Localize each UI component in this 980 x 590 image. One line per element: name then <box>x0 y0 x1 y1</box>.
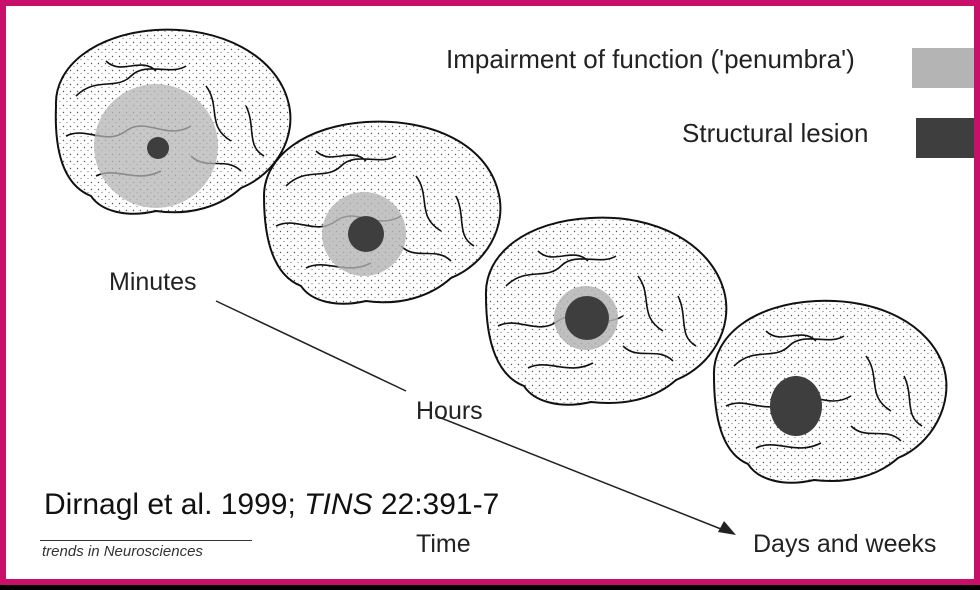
timeline-days-label: Days and weeks <box>753 530 936 559</box>
timeline-minutes-label: Minutes <box>109 268 197 297</box>
brain-hours-late-lesion <box>565 296 609 340</box>
brain-minutes <box>56 30 291 214</box>
citation-journal: TINS <box>304 488 372 521</box>
timeline-hours-label: Hours <box>416 397 483 426</box>
brain-minutes-lesion <box>147 137 169 159</box>
legend-lesion-label: Structural lesion <box>682 118 868 149</box>
citation-authors: Dirnagl et al. 1999; <box>44 488 304 521</box>
brain-days-and-weeks <box>714 301 946 483</box>
legend-penumbra-label: Impairment of function ('penumbra') <box>446 44 855 75</box>
timeline-axis-label: Time <box>416 530 471 559</box>
brain-hours-lesion <box>348 216 384 252</box>
brain-hours <box>264 122 500 304</box>
brain-days-and-weeks-lesion <box>770 376 822 436</box>
brain-hours-late <box>486 218 726 405</box>
citation-reference: 22:391-7 <box>373 488 500 521</box>
citation: Dirnagl et al. 1999; TINS 22:391-7 <box>44 488 499 522</box>
journal-rule <box>40 540 252 541</box>
legend-lesion-swatch <box>916 118 978 158</box>
legend-penumbra-swatch <box>912 48 978 88</box>
journal-name: trends in Neurosciences <box>42 543 203 560</box>
